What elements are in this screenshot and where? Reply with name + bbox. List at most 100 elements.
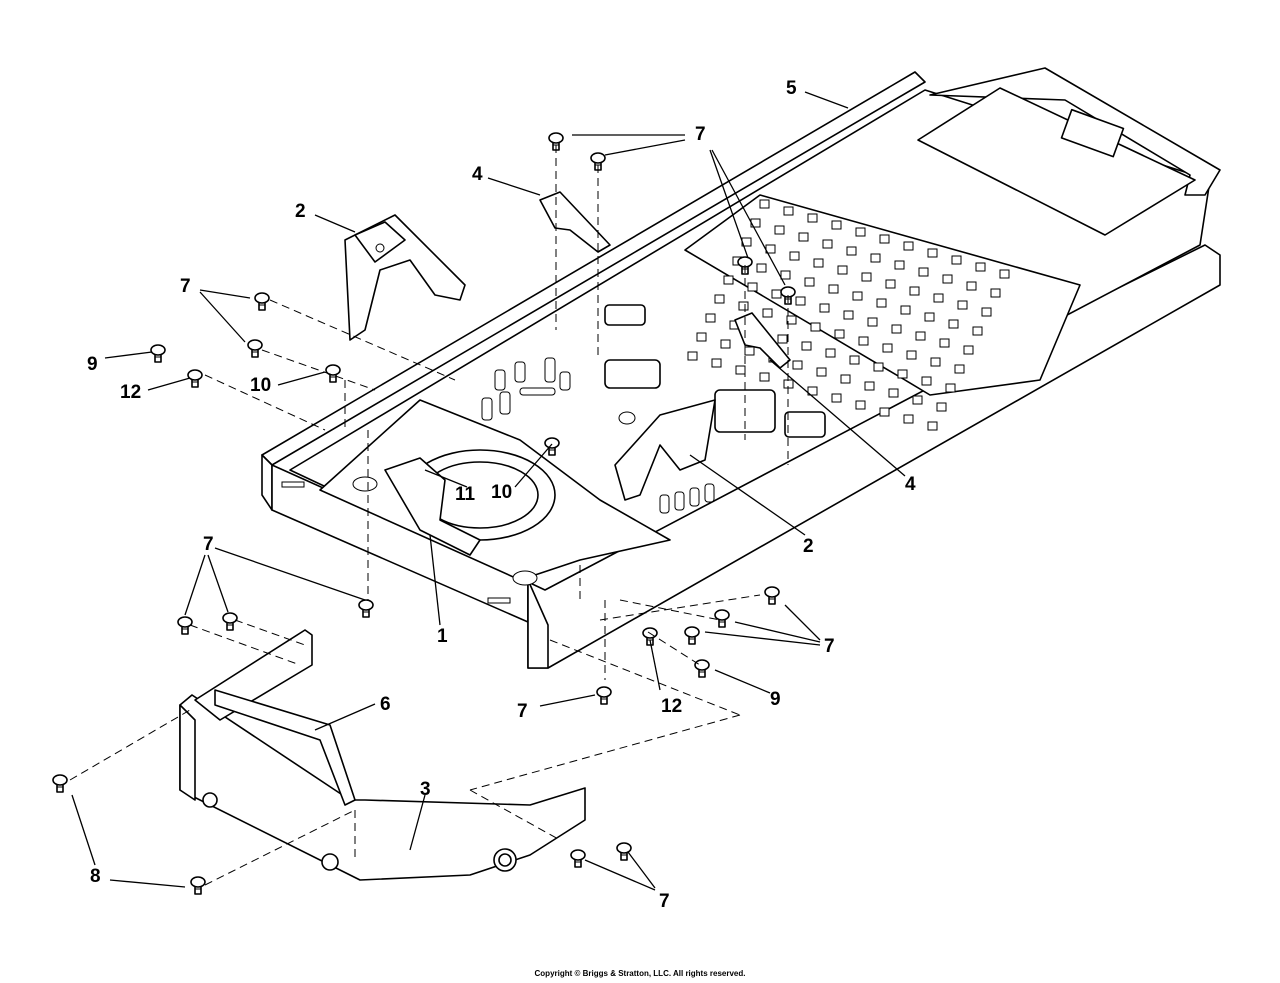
plate-hole [783, 206, 794, 216]
plate-hole [861, 272, 872, 282]
plate-hole [927, 421, 938, 431]
callout-3: 3 [420, 779, 431, 800]
plate-hole [720, 339, 731, 349]
callout-7-mid-right: 7 [824, 636, 835, 657]
plate-hole [825, 348, 836, 358]
plate-hole [942, 274, 953, 284]
plate-hole [873, 362, 884, 372]
callout-12-left: 12 [120, 382, 141, 403]
plate-hole [981, 307, 992, 317]
plate-hole [990, 288, 1001, 298]
plate-hole [882, 343, 893, 353]
plate-hole [687, 351, 698, 361]
bolt [684, 626, 700, 645]
plate-hole [714, 294, 725, 304]
callout-10-left: 10 [250, 375, 271, 396]
assembly-lines [69, 145, 789, 886]
plate-hole [879, 407, 890, 417]
plate-hole [807, 213, 818, 223]
copyright-notice: Copyright © Briggs & Stratton, LLC. All … [534, 969, 746, 978]
plate-hole [876, 298, 887, 308]
bolt [694, 659, 710, 678]
plate-hole [855, 400, 866, 410]
plate-hole [804, 277, 815, 287]
plate-hole [972, 326, 983, 336]
plate-hole [780, 270, 791, 280]
plate-hole [867, 317, 878, 327]
callouts: 5 4 2 7 7 9 12 10 11 10 4 2 1 7 7 12 9 7… [87, 78, 916, 912]
plate-hole [735, 365, 746, 375]
plate-hole [921, 376, 932, 386]
plate-hole [903, 414, 914, 424]
plate-hole [858, 336, 869, 346]
bracket-6 [194, 629, 356, 806]
plate-hole [810, 322, 821, 332]
plate-hole [897, 369, 908, 379]
plate-hole [888, 388, 899, 398]
plate-hole [831, 220, 842, 230]
plate-hole [906, 350, 917, 360]
bolt [247, 339, 263, 358]
plate-hole [822, 239, 833, 249]
bolt [190, 876, 206, 895]
plate-hole [819, 303, 830, 313]
callout-2-left: 2 [295, 201, 306, 222]
bolt [616, 842, 632, 861]
callout-12-right: 12 [661, 696, 682, 717]
bolt [764, 586, 780, 605]
plate-hole [918, 267, 929, 277]
bolt [325, 364, 341, 383]
plate-hole [909, 286, 920, 296]
plate-hole [912, 395, 923, 405]
plate-hole [948, 319, 959, 329]
plate-hole [957, 300, 968, 310]
callout-6: 6 [380, 694, 391, 715]
bracket-2-left [344, 214, 466, 341]
plate-hole [879, 234, 890, 244]
plate-hole [789, 251, 800, 261]
callout-8: 8 [90, 866, 101, 887]
leader-lines [71, 91, 906, 891]
bolt [52, 774, 68, 793]
callout-4-right: 4 [905, 474, 916, 495]
callout-10-center: 10 [491, 482, 512, 503]
bolt [714, 609, 730, 628]
callout-7-left: 7 [180, 276, 191, 297]
plate-hole [933, 293, 944, 303]
plate-hole [738, 301, 749, 311]
bolt [177, 616, 193, 635]
plate-hole [927, 248, 938, 258]
plate-hole [903, 241, 914, 251]
plate-hole [951, 255, 962, 265]
bolt [150, 344, 166, 363]
plate-hole [915, 331, 926, 341]
plate-hole [795, 296, 806, 306]
plate-hole [900, 305, 911, 315]
plate-hole [798, 232, 809, 242]
plate-hole [930, 357, 941, 367]
plate-hole [840, 374, 851, 384]
plate-hole [831, 393, 842, 403]
plate-hole [807, 386, 818, 396]
plate-hole [846, 246, 857, 256]
bolt [544, 437, 560, 456]
bolt [254, 292, 270, 311]
plate-hole [945, 383, 956, 393]
plate-hole [759, 372, 770, 382]
plate-hole [966, 281, 977, 291]
plate-hole [711, 358, 722, 368]
plate-hole [843, 310, 854, 320]
callout-9-right: 9 [770, 689, 781, 710]
bolt [222, 612, 238, 631]
plate-hole [870, 253, 881, 263]
callout-7-bottom-mid: 7 [517, 701, 528, 722]
plate-hole [975, 262, 986, 272]
plate-hole [885, 279, 896, 289]
plate-hole [816, 367, 827, 377]
plate-hole [828, 284, 839, 294]
bolt [596, 686, 612, 705]
callout-5: 5 [786, 78, 797, 99]
callout-2-right: 2 [803, 536, 814, 557]
plate-hole [723, 275, 734, 285]
